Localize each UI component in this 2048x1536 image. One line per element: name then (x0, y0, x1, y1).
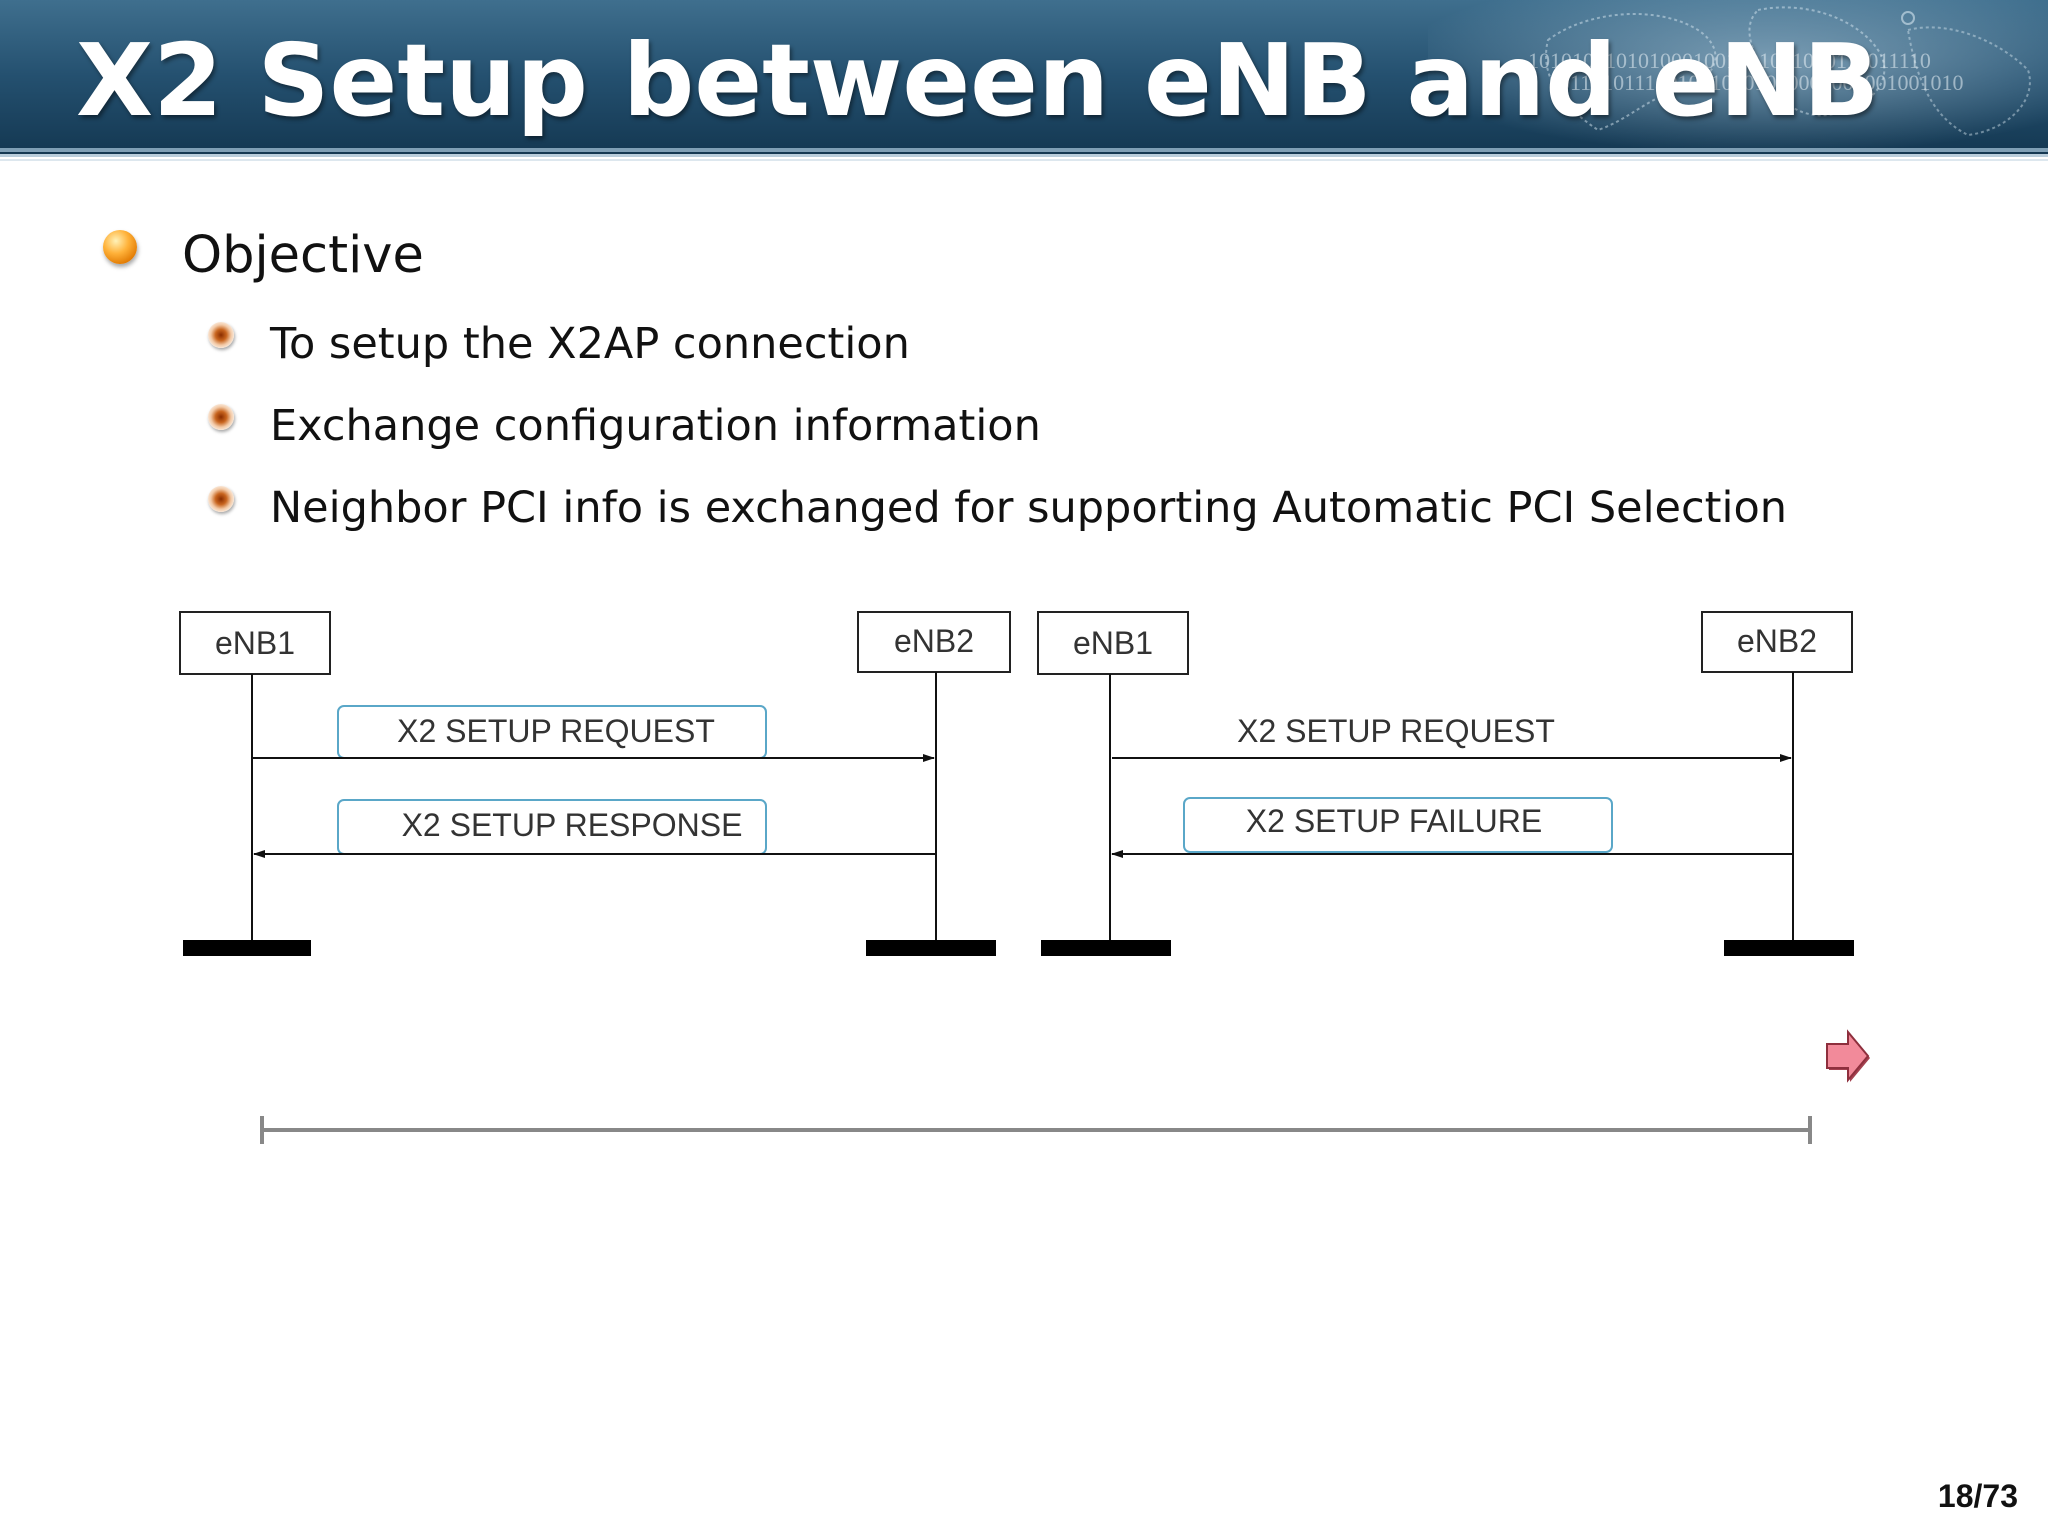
message-label-response: X2 SETUP RESPONSE (402, 807, 743, 843)
small-sphere-icon (208, 322, 234, 348)
node-box-enb1 (179, 611, 331, 675)
node-label-enb2: eNB2 (1737, 623, 1817, 659)
message-label-failure: X2 SETUP FAILURE (1246, 803, 1542, 839)
right-arrow-icon[interactable] (1824, 1028, 1872, 1084)
objective-item: To setup the X2AP connection (270, 319, 910, 369)
node-label-enb2: eNB2 (894, 623, 974, 659)
node-box-enb1 (1037, 611, 1189, 675)
small-sphere-icon (208, 404, 234, 430)
globe-decoration-icon: 1010100101010001001001001010111011110 10… (1428, 0, 2048, 154)
page-number: 18/73 (1937, 1478, 2018, 1514)
message-label-request: X2 SETUP REQUEST (1237, 713, 1555, 749)
header-banner: 1010100101010001001001001010111011110 10… (0, 0, 2048, 154)
node-box-enb2 (857, 611, 1011, 673)
lifeline-end-enb1 (1041, 940, 1171, 956)
node-box-enb2 (1701, 611, 1853, 673)
message-label-request: X2 SETUP REQUEST (397, 713, 715, 749)
small-sphere-icon (208, 486, 234, 512)
lifeline-end-enb1 (183, 940, 311, 956)
sequence-diagrams: eNB1 eNB2 X2 SETUP REQUEST X2 SETUP RESP… (179, 611, 1854, 956)
node-label-enb1: eNB1 (215, 625, 295, 661)
objective-item: Exchange configuration information (270, 401, 1041, 451)
orange-sphere-icon (103, 230, 137, 264)
binary-text-line-1: 1010100101010001001001001010111011110 (1528, 48, 1931, 73)
diagram-setup-failure: eNB1 eNB2 X2 SETUP REQUEST X2 SETUP FAIL… (1037, 611, 1854, 956)
binary-text-line-2: 10110101110010010101010001001001001010 (1548, 70, 1964, 95)
lifeline-end-enb2 (866, 940, 996, 956)
message-label-box (1183, 797, 1613, 853)
header-divider (0, 148, 2048, 161)
slide-progress-track (260, 1116, 1812, 1144)
diagram-setup-success: eNB1 eNB2 X2 SETUP REQUEST X2 SETUP RESP… (179, 611, 1011, 956)
objective-heading: Objective (182, 226, 424, 285)
lifeline-end-enb2 (1724, 940, 1854, 956)
objective-item: Neighbor PCI info is exchanged for suppo… (270, 483, 1788, 533)
node-label-enb1: eNB1 (1073, 625, 1153, 661)
slide-title: X2 Setup between eNB and eNB (76, 22, 1880, 139)
